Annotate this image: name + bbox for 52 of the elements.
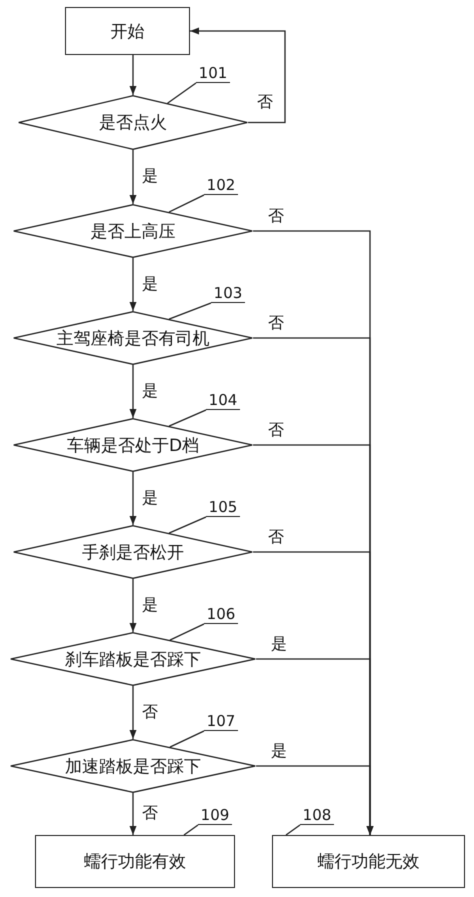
leader-line	[168, 516, 206, 534]
leader-line	[286, 824, 300, 836]
process-box: 开始	[65, 7, 190, 55]
arrow	[130, 686, 136, 739]
step-number: 105	[206, 500, 240, 517]
leader-line	[168, 302, 212, 320]
arrow	[130, 579, 136, 632]
arrow	[130, 55, 136, 95]
step-number: 104	[206, 393, 240, 410]
step-number: 109	[198, 808, 232, 825]
step-number: 103	[211, 286, 245, 303]
decision-diamond: 加速踏板是否踩下	[10, 739, 256, 793]
step-number: 106	[204, 607, 238, 624]
edge-label: 否	[256, 92, 274, 110]
edge-label: 是	[141, 382, 159, 400]
step-number: 108	[300, 808, 334, 825]
edge-label: 否	[267, 314, 285, 332]
leader-line	[168, 409, 206, 427]
step-number: 102	[204, 178, 238, 195]
decision-diamond: 是否上高压	[13, 204, 253, 258]
edge-label: 是	[141, 274, 159, 292]
arrow	[256, 765, 374, 835]
decision-diamond: 车辆是否处于D档	[13, 418, 253, 472]
edge-label: 是	[141, 167, 159, 185]
edge-label: 否	[267, 528, 285, 546]
step-number: 101	[196, 66, 230, 83]
edge-label: 是	[141, 596, 159, 614]
decision-diamond: 主驾座椅是否有司机	[13, 311, 253, 365]
arrow	[130, 150, 136, 204]
arrow	[130, 365, 136, 418]
edge-label: 否	[141, 702, 159, 720]
edge-label: 否	[267, 421, 285, 439]
edge-label: 否	[267, 207, 285, 225]
leader-line	[168, 194, 204, 213]
edge-label: 是	[270, 742, 288, 760]
edge-label: 是	[141, 488, 159, 506]
decision-diamond: 刹车踏板是否踩下	[10, 632, 256, 686]
decision-diamond: 手刹是否松开	[13, 525, 253, 579]
arrow	[130, 793, 136, 835]
leader-line	[167, 82, 196, 104]
edge-label: 是	[270, 635, 288, 653]
leader-line	[170, 623, 204, 641]
leader-line	[170, 730, 204, 748]
leader-line	[184, 824, 198, 836]
step-number: 107	[204, 714, 238, 731]
process-box: 蠕行功能有效	[35, 835, 235, 888]
process-box: 蠕行功能无效	[272, 835, 465, 888]
arrow	[130, 472, 136, 525]
arrow	[190, 28, 286, 124]
edge-label: 否	[141, 804, 159, 822]
decision-diamond: 是否点火	[18, 95, 248, 150]
arrow	[130, 258, 136, 311]
